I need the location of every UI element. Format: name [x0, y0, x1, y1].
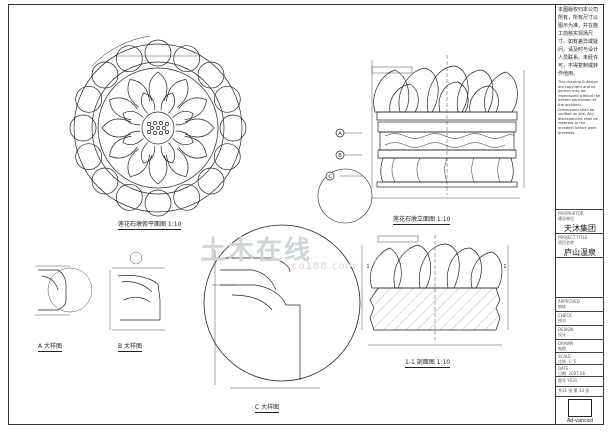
firm-logo: [568, 399, 592, 417]
lotus-petal: [127, 148, 150, 177]
sheet-count: 共31 张 第 33 张: [558, 388, 590, 393]
lotus-petal: [160, 142, 176, 164]
outer-petal-ring: [75, 85, 103, 113]
caption-detail-b: B 大样图: [118, 343, 143, 352]
copyright-note: 本图版权归本公司所有，所有尺寸以图示为准，并在施工前核实现场尺寸。如有差异或疑问…: [556, 4, 604, 209]
lotus-seed: [156, 126, 160, 130]
lotus-seed: [153, 131, 157, 135]
firm-row: Ad-vanced: [556, 396, 604, 425]
lotus-petal: [172, 130, 194, 146]
lotus-petal: [148, 155, 168, 185]
outer-petal-ring: [75, 143, 103, 171]
lotus-petal: [140, 142, 156, 164]
callout-a: A: [338, 131, 342, 137]
caption-detail-a: A 大样图: [38, 343, 63, 352]
copyright-note-cn: 本图版权归本公司所有，所有尺寸以图示为准，并在施工前核实现场尺寸。如有差异或疑问…: [558, 7, 599, 77]
detail-b-view: [109, 251, 165, 331]
caption-plan: 莲花石墩俯平面图 1:10: [118, 221, 182, 230]
lotus-petal: [172, 110, 194, 126]
section-mark-right: 1: [503, 264, 506, 270]
firm-name: Ad-vanced: [566, 418, 594, 424]
caption-section: 1-1 剖面图 1:10: [405, 359, 451, 368]
outer-petal-ring: [91, 167, 119, 195]
detail-c-view: [203, 224, 361, 389]
outer-petal-ring: [197, 167, 225, 195]
outer-petal-ring: [144, 39, 172, 67]
outer-petal-ring: [69, 114, 97, 142]
outer-petal-ring: [219, 114, 247, 142]
outer-petal-ring: [173, 183, 201, 211]
project-row: PROJECT TITLE 项目名称 庐山温泉: [556, 233, 604, 257]
date-value: 2007.06: [568, 371, 586, 376]
callout-b: B: [338, 153, 342, 159]
lotus-seed: [150, 126, 154, 130]
approved-row: APPROVED 审核: [556, 297, 604, 311]
drawing-border: [8, 4, 604, 425]
lotus-elevation-view: [317, 55, 525, 224]
lotus-petal: [127, 79, 150, 108]
watermark-text: 土木在线: [200, 236, 313, 266]
sheet-row: 共31 张 第 33 张: [556, 386, 604, 396]
lotus-seed: [147, 122, 151, 126]
caption-detail-c: C 大样图: [255, 404, 280, 413]
lotus-petal: [148, 71, 168, 101]
lotus-plan-view: [69, 35, 247, 217]
detail-a-view: [35, 265, 93, 316]
caption-elevation: 莲花石墩立面图 1:10: [393, 216, 451, 225]
outer-petal-ring: [144, 189, 172, 217]
outer-petal-ring: [197, 61, 225, 89]
proprietor-row: PROPRIETOR 建设单位 天沐集团: [556, 209, 604, 233]
lotus-petal: [109, 136, 138, 159]
scale-value: 1: 5: [568, 359, 577, 364]
lotus-petal: [109, 97, 138, 120]
lotus-seed: [165, 130, 169, 134]
check-row: CHECK 校对: [556, 311, 604, 325]
lotus-petal: [160, 92, 176, 114]
dwg-value: YS31: [567, 378, 578, 383]
outer-petal-ring: [213, 143, 241, 171]
section-1-1-view: [361, 66, 509, 346]
outer-petal-ring: [115, 45, 143, 73]
lotus-seed: [165, 122, 169, 126]
outer-petal-ring: [115, 183, 143, 211]
date-row: DATE 日期 2007.06: [556, 364, 604, 376]
watermark-url: co188.com: [292, 261, 357, 272]
blank-row: [556, 257, 604, 297]
project-value: 庐山温泉: [564, 248, 596, 257]
lotus-petal: [185, 118, 215, 138]
lotus-seed: [159, 121, 163, 125]
lotus-petal: [178, 97, 207, 120]
title-block: 本图版权归本公司所有，所有尺寸以图示为准，并在施工前核实现场尺寸。如有差异或疑问…: [555, 4, 604, 425]
lotus-seed: [159, 131, 163, 135]
lotus-seed: [147, 130, 151, 134]
lotus-seed: [153, 121, 157, 125]
lotus-petal: [166, 79, 189, 108]
scale-row: SCALE 比例 1: 5: [556, 352, 604, 364]
lotus-seed: [162, 126, 166, 130]
lotus-petal: [166, 148, 189, 177]
copyright-note-en: This drawing & design are copyright and …: [558, 80, 601, 135]
lotus-petal: [101, 118, 131, 138]
dwg-row: 图号 YS31: [556, 376, 604, 386]
outer-petal-ring: [173, 45, 201, 73]
design-row: DESIGN 设计: [556, 325, 604, 339]
callout-c: C: [328, 174, 332, 180]
drawn-row: DRAWN 制图: [556, 339, 604, 352]
outer-petal-ring: [91, 61, 119, 89]
lotus-petal: [122, 110, 144, 126]
drawing-canvas: A B C 1 1: [35, 35, 525, 389]
lotus-petal: [140, 92, 156, 114]
lotus-petal: [178, 136, 207, 159]
outer-petal-ring: [213, 85, 241, 113]
section-mark-left: 1: [366, 264, 369, 270]
lotus-petal: [122, 130, 144, 146]
proprietor-value: 天沐集团: [564, 224, 596, 233]
